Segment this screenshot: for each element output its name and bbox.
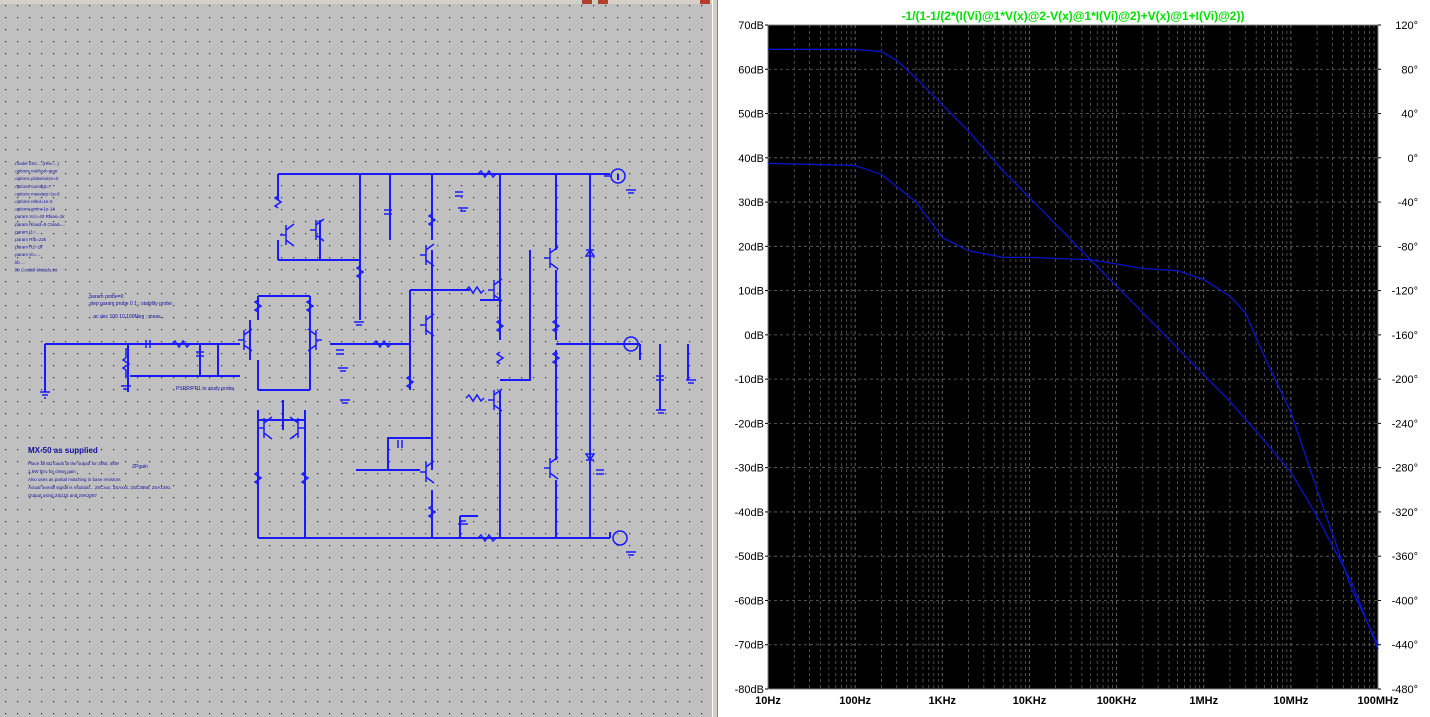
x-tick-label: 1KHz	[929, 695, 957, 707]
left-tick-label: 40dB	[738, 153, 764, 165]
left-tick-label: -10dB	[735, 374, 764, 386]
left-tick-label: -30dB	[735, 463, 764, 475]
waveform-plot[interactable]: -1/(1-1/(2*(I(Vi)@1*V(x)@2-V(x)@1*I(Vi)@…	[718, 0, 1430, 717]
right-tick-label: -280°	[1392, 463, 1418, 475]
right-tick-label: -240°	[1392, 418, 1418, 430]
x-tick-label: 10KHz	[1013, 695, 1047, 707]
right-tick-label: -120°	[1392, 286, 1418, 298]
right-tick-label: 80°	[1401, 64, 1418, 76]
x-tick-label: 100KHz	[1097, 695, 1137, 707]
left-tick-label: -60dB	[735, 595, 764, 607]
plot-grid	[767, 24, 1379, 690]
right-tick-label: 120°	[1395, 20, 1418, 32]
schematic-wires	[44, 173, 689, 539]
left-tick-label: 10dB	[738, 286, 764, 298]
note-line: 1.6W thru for clean gain	[28, 469, 76, 474]
schematic-title-strip	[0, 0, 712, 4]
right-tick-label: -40°	[1398, 197, 1418, 209]
probe-note-1: .param probe=0	[88, 294, 124, 300]
left-tick-label: 70dB	[738, 20, 764, 32]
left-tick-label: -70dB	[735, 640, 764, 652]
close-button[interactable]	[700, 0, 710, 4]
right-axis-ticks: 120° 80° 40° 0° -40° -80° -120° -160° -200° -240°…	[1378, 20, 1418, 696]
probe-note-2: .step param probe 0 1 ; stability probe	[88, 301, 172, 307]
directive-line[interactable]: .lib Cordell-Models.txt	[14, 267, 58, 272]
directive-line[interactable]: .param I1=...	[14, 229, 39, 234]
left-tick-label: 0dB	[744, 330, 764, 342]
minimize-button[interactable]	[582, 0, 592, 4]
right-tick-label: -200°	[1392, 374, 1418, 386]
note-line: Place all 8Ω loads at the output for 25W…	[28, 461, 120, 466]
phase-trace[interactable]	[767, 162, 1379, 645]
directive-line[interactable]: .param Rload=8 Cload=...	[14, 222, 66, 227]
left-axis-ticks: 70dB 60dB 50dB 40dB 30dB 20dB 10dB 0dB -10dB -20d…	[735, 20, 768, 696]
left-tick-label: -40dB	[735, 507, 764, 519]
note-line: Also uses as partial matching in base re…	[28, 477, 121, 482]
probe-note-3: .ac dec 100 10 100Meg ; meas...	[92, 314, 165, 320]
x-tick-label: 100Hz	[839, 695, 871, 707]
directive-line[interactable]: .param Rfb=22k	[14, 237, 47, 242]
page-label: ZPgain	[132, 464, 148, 470]
note-title: MX-50 as supplied	[28, 446, 98, 455]
x-tick-label: 10Hz	[755, 695, 781, 707]
directive-line[interactable]: .options gmin=1e-14	[14, 207, 55, 212]
right-tick-label: -360°	[1392, 551, 1418, 563]
right-tick-label: 40°	[1401, 109, 1418, 121]
schematic-editor-pane[interactable]: .model 2SC... (Hfe=...) .options method=g…	[0, 0, 713, 717]
right-tick-label: -320°	[1392, 507, 1418, 519]
plot-border	[767, 24, 1379, 690]
right-tick-label: 0°	[1407, 153, 1418, 165]
maximize-button[interactable]	[598, 0, 608, 4]
schematic-components	[40, 168, 696, 556]
right-tick-label: -160°	[1392, 330, 1418, 342]
left-tick-label: -20dB	[735, 418, 764, 430]
directive-line[interactable]: .options method=gear	[14, 169, 58, 174]
spice-directives[interactable]: .model 2SC... (Hfe=...) .options method=g…	[14, 161, 66, 272]
directive-line[interactable]: .model 2SC... (Hfe=...)	[14, 161, 59, 166]
note-lines: Place all 8Ω loads at the output for 25W…	[28, 461, 171, 498]
directive-line[interactable]: .lib ...	[14, 260, 25, 265]
plot-area[interactable]	[768, 25, 1378, 689]
trace-expression[interactable]: -1/(1-1/(2*(I(Vi)@1*V(x)@2-V(x)@1*I(Vi)@…	[902, 9, 1245, 23]
left-tick-label: -50dB	[735, 551, 764, 563]
note-line: Output using 2Sj115 and 2SK2087	[28, 493, 97, 498]
x-tick-label: 100MHz	[1358, 695, 1399, 707]
directive-line[interactable]: .options maxstep=1e-6	[14, 191, 60, 196]
directive-line[interactable]: .options numdgt=7	[14, 184, 52, 189]
left-tick-label: -80dB	[735, 684, 764, 696]
right-tick-label: -480°	[1392, 684, 1418, 696]
x-tick-label: 1MHz	[1189, 695, 1218, 707]
waveform-viewer-pane[interactable]: -1/(1-1/(2*(I(Vi)@1*V(x)@2-V(x)@1*I(Vi)@…	[718, 0, 1430, 717]
schematic-canvas[interactable]: .model 2SC... (Hfe=...) .options method=g…	[0, 0, 712, 717]
directive-line[interactable]: .options reltol=1e-3	[14, 199, 53, 204]
x-axis-ticks: 10Hz 100Hz 1KHz 10KHz 100KHz 1MHz 10MHz 100MHz	[755, 695, 1399, 707]
directive-line[interactable]: .param R2=1k	[14, 245, 43, 250]
x-tick-label: 10MHz	[1273, 695, 1308, 707]
plot-traces	[767, 48, 1379, 650]
left-tick-label: 30dB	[738, 197, 764, 209]
directive-line[interactable]: .options plotwinsize=0	[14, 176, 59, 181]
left-tick-label: 20dB	[738, 241, 764, 253]
right-tick-label: -440°	[1392, 640, 1418, 652]
note-line: Actual overall signal is modular... 2SCx…	[28, 485, 171, 490]
input-label: PSRR/PR1 to study probe	[176, 386, 234, 392]
left-tick-label: 60dB	[738, 64, 764, 76]
right-tick-label: -400°	[1392, 595, 1418, 607]
right-tick-label: -80°	[1398, 241, 1418, 253]
directive-line[interactable]: .param Ilc=...	[14, 252, 40, 257]
directive-line[interactable]: .param Vcc=40 Rbias=1k	[14, 214, 65, 219]
pane-splitter[interactable]	[712, 0, 718, 717]
left-tick-label: 50dB	[738, 109, 764, 121]
